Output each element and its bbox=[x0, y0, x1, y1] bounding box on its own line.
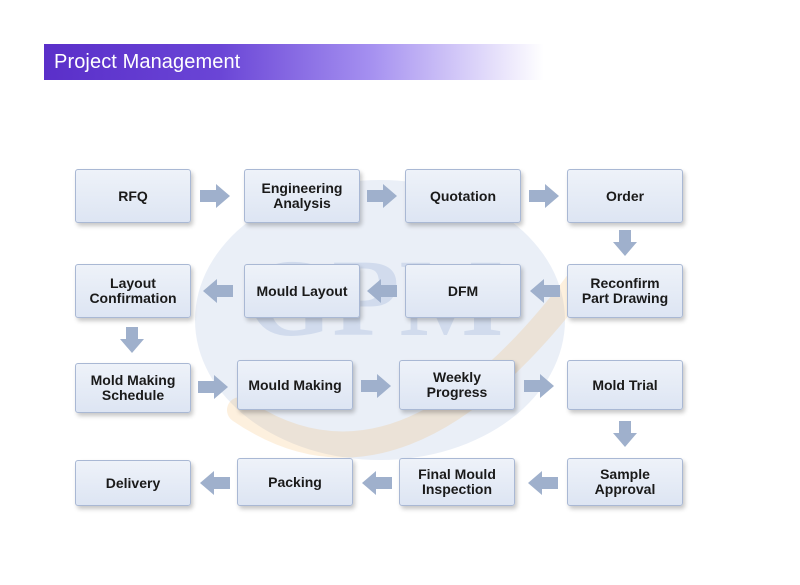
arrow-right-icon bbox=[361, 374, 391, 398]
step-reconfirm-part-drawing: Reconfirm Part Drawing bbox=[567, 264, 683, 318]
arrow-left-icon bbox=[530, 279, 560, 303]
arrow-left-icon bbox=[200, 471, 230, 495]
arrow-down-icon bbox=[613, 230, 637, 256]
step-mould-making: Mould Making bbox=[237, 360, 353, 410]
arrow-right-icon bbox=[524, 374, 554, 398]
step-sample-approval: Sample Approval bbox=[567, 458, 683, 506]
arrow-right-icon bbox=[367, 184, 397, 208]
step-weekly-progress: Weekly Progress bbox=[399, 360, 515, 410]
step-mold-trial: Mold Trial bbox=[567, 360, 683, 410]
arrow-left-icon bbox=[528, 471, 558, 495]
arrow-right-icon bbox=[529, 184, 559, 208]
arrow-left-icon bbox=[367, 279, 397, 303]
arrow-down-icon bbox=[613, 421, 637, 447]
step-quotation: Quotation bbox=[405, 169, 521, 223]
arrow-right-icon bbox=[200, 184, 230, 208]
page-title: Project Management bbox=[54, 50, 241, 73]
arrow-right-icon bbox=[198, 375, 228, 399]
step-layout-confirmation: Layout Confirmation bbox=[75, 264, 191, 318]
step-dfm: DFM bbox=[405, 264, 521, 318]
step-packing: Packing bbox=[237, 458, 353, 506]
title-bar: Project Management bbox=[44, 44, 544, 80]
step-mould-layout: Mould Layout bbox=[244, 264, 360, 318]
step-final-mould-inspection: Final Mould Inspection bbox=[399, 458, 515, 506]
arrow-down-icon bbox=[120, 327, 144, 353]
step-engineering-analysis: Engineering Analysis bbox=[244, 169, 360, 223]
arrow-left-icon bbox=[362, 471, 392, 495]
step-rfq: RFQ bbox=[75, 169, 191, 223]
step-delivery: Delivery bbox=[75, 460, 191, 506]
step-order: Order bbox=[567, 169, 683, 223]
step-mold-making-schedule: Mold Making Schedule bbox=[75, 363, 191, 413]
arrow-left-icon bbox=[203, 279, 233, 303]
